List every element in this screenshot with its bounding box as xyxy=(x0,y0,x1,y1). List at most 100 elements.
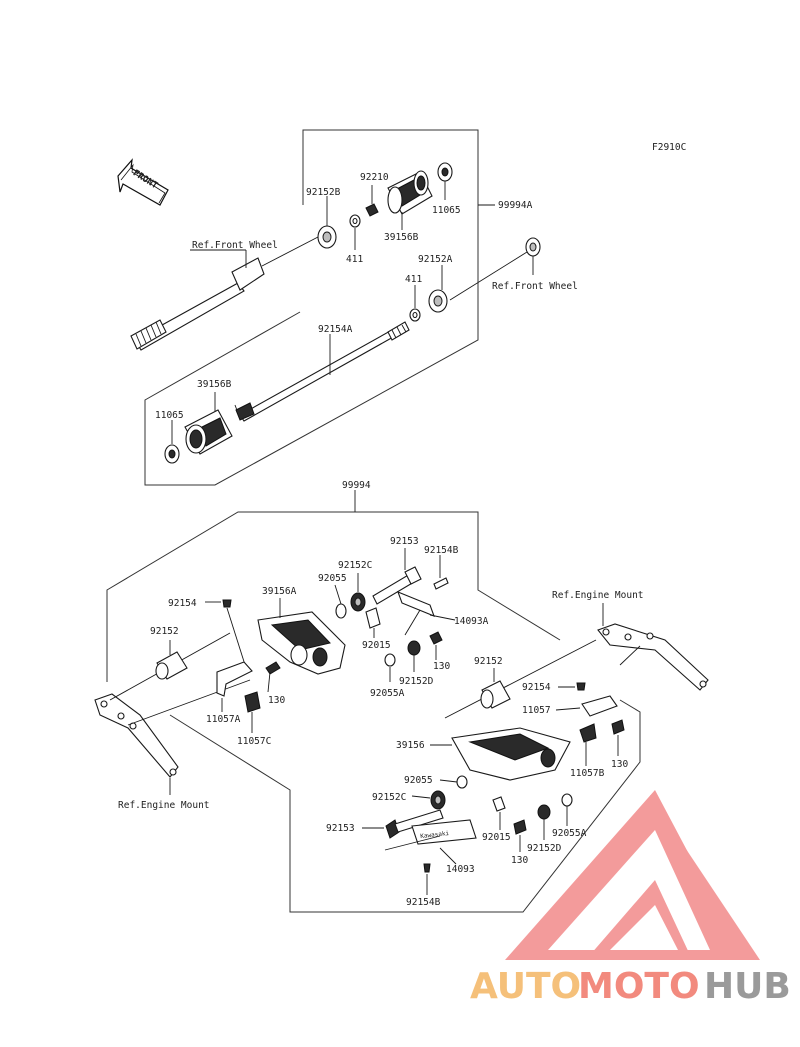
bolt-92153-top-icon xyxy=(372,566,422,605)
washer-92055A-bottom-icon xyxy=(561,793,573,807)
label-92152-left: 92152 xyxy=(150,626,179,637)
label-92152D-top: 92152D xyxy=(399,676,434,687)
bracket-11057A-icon xyxy=(216,661,253,697)
label-92015-bottom: 92015 xyxy=(482,832,511,843)
collar-92015-bottom-icon xyxy=(492,796,506,812)
label-ref-engine-mount-right: Ref.Engine Mount xyxy=(552,590,644,601)
front-arrow-icon: FRONT xyxy=(117,158,169,206)
label-92152A: 92152A xyxy=(418,254,453,265)
lower-kit-box xyxy=(106,511,561,682)
bracket-11057-icon xyxy=(581,695,618,717)
label-11065-bottom: 11065 xyxy=(155,410,184,421)
svg-text:Kawasaki: Kawasaki xyxy=(420,830,450,840)
screw-92154-right-icon xyxy=(576,682,586,691)
label-92055-top: 92055 xyxy=(318,573,347,584)
spacer-92152-left-icon xyxy=(155,651,188,680)
washer-92055-top-icon xyxy=(335,603,347,619)
watermark-auto: AUTO xyxy=(470,966,581,1007)
clip-11057C-icon xyxy=(244,691,261,713)
label-11057A: 11057A xyxy=(206,714,241,725)
slider-39156-icon xyxy=(451,727,571,781)
label-92154-left: 92154 xyxy=(168,598,197,609)
label-92153-bottom: 92153 xyxy=(326,823,355,834)
bolt-130-c-icon xyxy=(611,719,625,756)
label-411-b: 411 xyxy=(405,274,422,285)
washer-92055-bottom-icon xyxy=(456,775,468,789)
label-39156: 39156 xyxy=(396,740,425,751)
label-11057B: 11057B xyxy=(570,768,605,779)
watermark-moto: MOTO xyxy=(578,966,700,1007)
spacer-92152D-top-icon xyxy=(407,640,421,656)
spacer-92152A-icon xyxy=(428,289,448,313)
label-130-c: 130 xyxy=(611,759,628,770)
label-ref-engine-mount-left: Ref.Engine Mount xyxy=(118,800,210,811)
cover-14093A-icon xyxy=(397,591,435,617)
part-labels: 92210 92152B 11065 99994A 39156B Ref.Fro… xyxy=(118,172,644,908)
nut-92210-icon xyxy=(365,203,379,217)
screw-92154B-bottom-icon xyxy=(423,863,431,873)
label-92055A-top: 92055A xyxy=(370,688,405,699)
diagram-code: F2910C xyxy=(652,142,686,153)
label-99994: 99994 xyxy=(342,480,371,491)
watermark-logo xyxy=(505,790,760,960)
slider-39156B-bottom-icon xyxy=(184,402,255,455)
cap-11065-top-icon xyxy=(437,162,453,182)
slider-39156A-icon xyxy=(257,611,346,675)
bolt-130-a-icon xyxy=(265,661,281,693)
label-92055-bottom: 92055 xyxy=(404,775,433,786)
watermark-hub: HUB xyxy=(704,966,791,1007)
label-11057: 11057 xyxy=(522,705,551,716)
slider-39156B-top-icon xyxy=(387,170,433,215)
label-11057C: 11057C xyxy=(237,736,271,747)
label-39156B-bottom: 39156B xyxy=(197,379,232,390)
cover-14093-icon: Kawasaki xyxy=(411,819,477,845)
engine-mount-right-bracket-icon xyxy=(597,623,709,691)
label-99994A: 99994A xyxy=(498,200,533,211)
label-130-a: 130 xyxy=(433,661,450,672)
label-92154A: 92154A xyxy=(318,324,353,335)
label-ref-front-wheel-left: Ref.Front Wheel xyxy=(192,240,278,251)
label-92152D-bottom: 92152D xyxy=(527,843,562,854)
collar-92015-top-icon xyxy=(365,607,381,629)
bolt-92153-bottom-icon xyxy=(385,809,444,839)
watermark-text: AUTO MOTO HUB xyxy=(470,966,791,1007)
screw-92154-left-icon xyxy=(222,599,232,608)
label-14093: 14093 xyxy=(446,864,475,875)
bolt-130-d-icon xyxy=(513,819,527,852)
label-130-b: 130 xyxy=(268,695,285,706)
label-92154-right: 92154 xyxy=(522,682,551,693)
label-92152B: 92152B xyxy=(306,187,341,198)
label-92152C-top: 92152C xyxy=(338,560,372,571)
label-11065-top: 11065 xyxy=(432,205,461,216)
spacer-92152-right-icon xyxy=(480,680,511,709)
clip-11057B-icon xyxy=(579,723,597,743)
washer-92055A-top-icon xyxy=(384,653,396,667)
label-92015-top: 92015 xyxy=(362,640,391,651)
axle-thread-icon xyxy=(130,319,167,350)
label-92152C-bottom: 92152C xyxy=(372,792,406,803)
front-axle-shaft xyxy=(130,257,265,351)
spacer-92152C-bottom-icon xyxy=(430,790,446,810)
label-92210: 92210 xyxy=(360,172,389,183)
spacer-92152B-icon xyxy=(317,225,337,249)
upper-kit-box xyxy=(144,129,479,486)
ref-front-wheel-right-bearing-icon xyxy=(525,237,541,257)
label-411-a: 411 xyxy=(346,254,363,265)
label-ref-front-wheel-right: Ref.Front Wheel xyxy=(492,281,578,292)
engine-mount-left-bracket-icon xyxy=(94,693,179,778)
spacer-92152C-top-icon xyxy=(350,592,366,612)
label-39156B-top: 39156B xyxy=(384,232,419,243)
label-92152-right: 92152 xyxy=(474,656,503,667)
screw-92154B-top-icon xyxy=(433,577,449,590)
bolt-92154A-icon xyxy=(239,321,410,422)
spacer-92152D-bottom-icon xyxy=(537,804,551,820)
label-92055A-bottom: 92055A xyxy=(552,828,587,839)
label-92153-top: 92153 xyxy=(390,536,419,547)
cap-11065-bottom-icon xyxy=(164,444,180,464)
label-39156A: 39156A xyxy=(262,586,297,597)
lower-kit-box-right xyxy=(169,699,641,913)
label-14093A: 14093A xyxy=(454,616,489,627)
label-92154B-bottom: 92154B xyxy=(406,897,441,908)
label-92154B-top: 92154B xyxy=(424,545,459,556)
